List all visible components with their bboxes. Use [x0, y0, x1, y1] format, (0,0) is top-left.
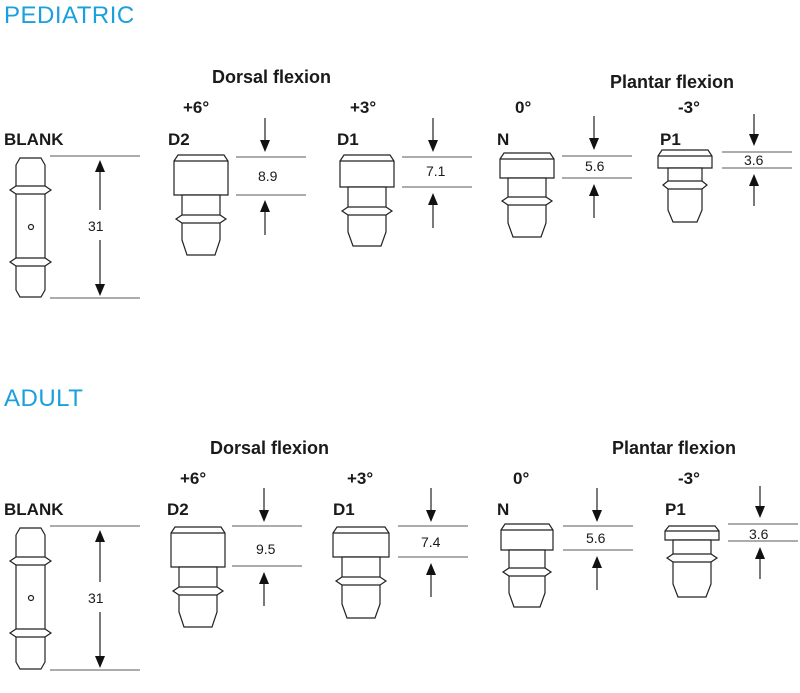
pediatric-n-code: N — [497, 130, 510, 149]
adult-title: ADULT — [4, 385, 84, 412]
adult-d1-height: 7.4 — [421, 534, 441, 550]
pediatric-p1-angle: -3° — [678, 98, 700, 117]
adult-blank-part — [8, 527, 53, 670]
adult-blank-length: 31 — [88, 590, 104, 606]
pediatric-d1-code: D1 — [337, 130, 359, 149]
pediatric-n-dimension — [562, 116, 632, 218]
adult-d2-angle: +6° — [180, 469, 207, 488]
adult-blank-label: BLANK — [4, 500, 64, 519]
adult-p1-part — [664, 525, 720, 598]
pediatric-p1-part — [657, 149, 713, 223]
pediatric-blank-part — [8, 157, 53, 298]
pediatric-d1-angle: +3° — [350, 98, 377, 117]
adult-d1-dimension — [398, 488, 468, 597]
adult-n-angle: 0° — [513, 469, 530, 488]
pediatric-p1-code: P1 — [660, 130, 681, 149]
pediatric-blank-label: BLANK — [4, 130, 64, 149]
adult-d2-code: D2 — [167, 500, 189, 519]
pediatric-n-angle: 0° — [515, 98, 532, 117]
pediatric-d2-height: 8.9 — [258, 168, 278, 184]
pediatric-d2-code: D2 — [168, 130, 190, 149]
adult-d2-dimension — [232, 488, 302, 606]
pediatric-n-part — [499, 152, 555, 238]
pediatric-p1-dimension — [722, 114, 792, 206]
adult-p1-code: P1 — [665, 500, 686, 519]
adult-blank-dimension — [50, 525, 140, 671]
adult-n-height: 5.6 — [586, 530, 606, 546]
pediatric-plantar-flexion-label: Plantar flexion — [610, 72, 735, 92]
pediatric-d2-part — [173, 154, 229, 256]
pediatric-d1-height: 7.1 — [426, 163, 446, 179]
pediatric-blank-dimension — [50, 155, 140, 299]
adult-n-part — [500, 523, 554, 608]
pediatric-d1-part — [339, 154, 395, 247]
adult-n-code: N — [497, 500, 510, 519]
adult-d1-angle: +3° — [347, 469, 374, 488]
pediatric-d2-dimension — [236, 118, 306, 235]
pediatric-title: PEDIATRIC — [4, 2, 135, 29]
adult-d2-height: 9.5 — [256, 541, 276, 557]
adult-d1-part — [332, 526, 390, 619]
pediatric-n-height: 5.6 — [585, 158, 605, 174]
adult-plantar-flexion-label: Plantar flexion — [612, 438, 737, 458]
adult-p1-dimension — [728, 486, 798, 579]
adult-d2-part — [170, 526, 226, 628]
adult-n-dimension — [563, 488, 633, 590]
adult-p1-angle: -3° — [678, 469, 700, 488]
pediatric-d1-dimension — [402, 118, 472, 228]
adult-p1-height: 3.6 — [749, 526, 769, 542]
pediatric-dorsal-flexion-label: Dorsal flexion — [212, 67, 332, 87]
pediatric-blank-length: 31 — [88, 218, 104, 234]
pediatric-d2-angle: +6° — [183, 98, 210, 117]
adult-d1-code: D1 — [333, 500, 355, 519]
pediatric-p1-height: 3.6 — [744, 152, 764, 168]
adult-dorsal-flexion-label: Dorsal flexion — [210, 438, 330, 458]
